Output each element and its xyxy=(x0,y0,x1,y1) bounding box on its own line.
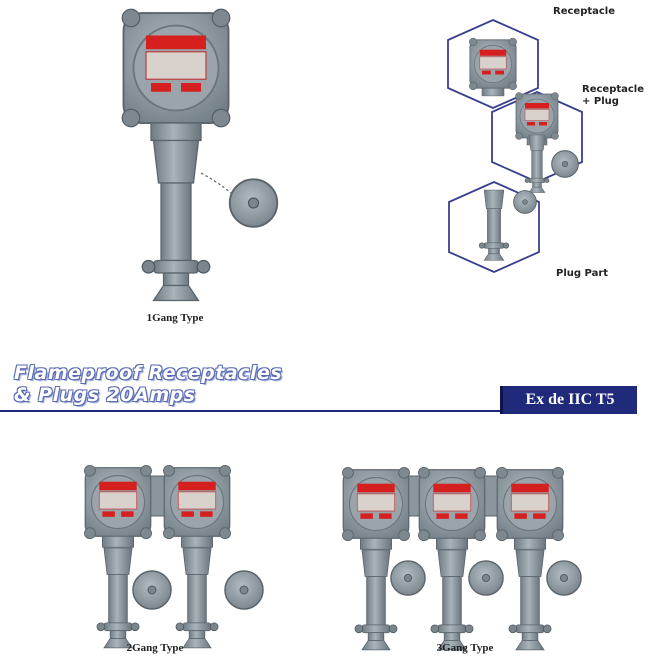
banner-rule xyxy=(0,410,500,412)
headline-line2: & Plugs 20Amps xyxy=(14,384,196,406)
headline: Flameproof Receptacles & Plugs 20Amps xyxy=(14,362,282,406)
triple-gang-unit xyxy=(341,466,582,651)
rating-badge: Ex de IIC T5 xyxy=(500,386,637,414)
caption-3gang: 3Gang Type xyxy=(436,642,494,654)
callout-receptacle: Receptacle xyxy=(553,6,616,17)
callout-receptacle-plug-line2: + Plug xyxy=(582,96,619,107)
headline-line1: Flameproof Receptacles xyxy=(14,362,283,384)
caption-2gang: 2Gang Type xyxy=(126,642,184,654)
double-gang-unit xyxy=(83,464,264,649)
callout-receptacle-plug-line1: Receptacle xyxy=(582,84,645,95)
caption-1gang: 1Gang Type xyxy=(146,312,204,324)
exploded-view xyxy=(447,19,583,273)
single-gang-unit xyxy=(121,8,279,302)
callout-plug-part: Plug Part xyxy=(556,268,609,279)
callout-receptacle-plug: Receptacle + Plug xyxy=(582,84,644,108)
